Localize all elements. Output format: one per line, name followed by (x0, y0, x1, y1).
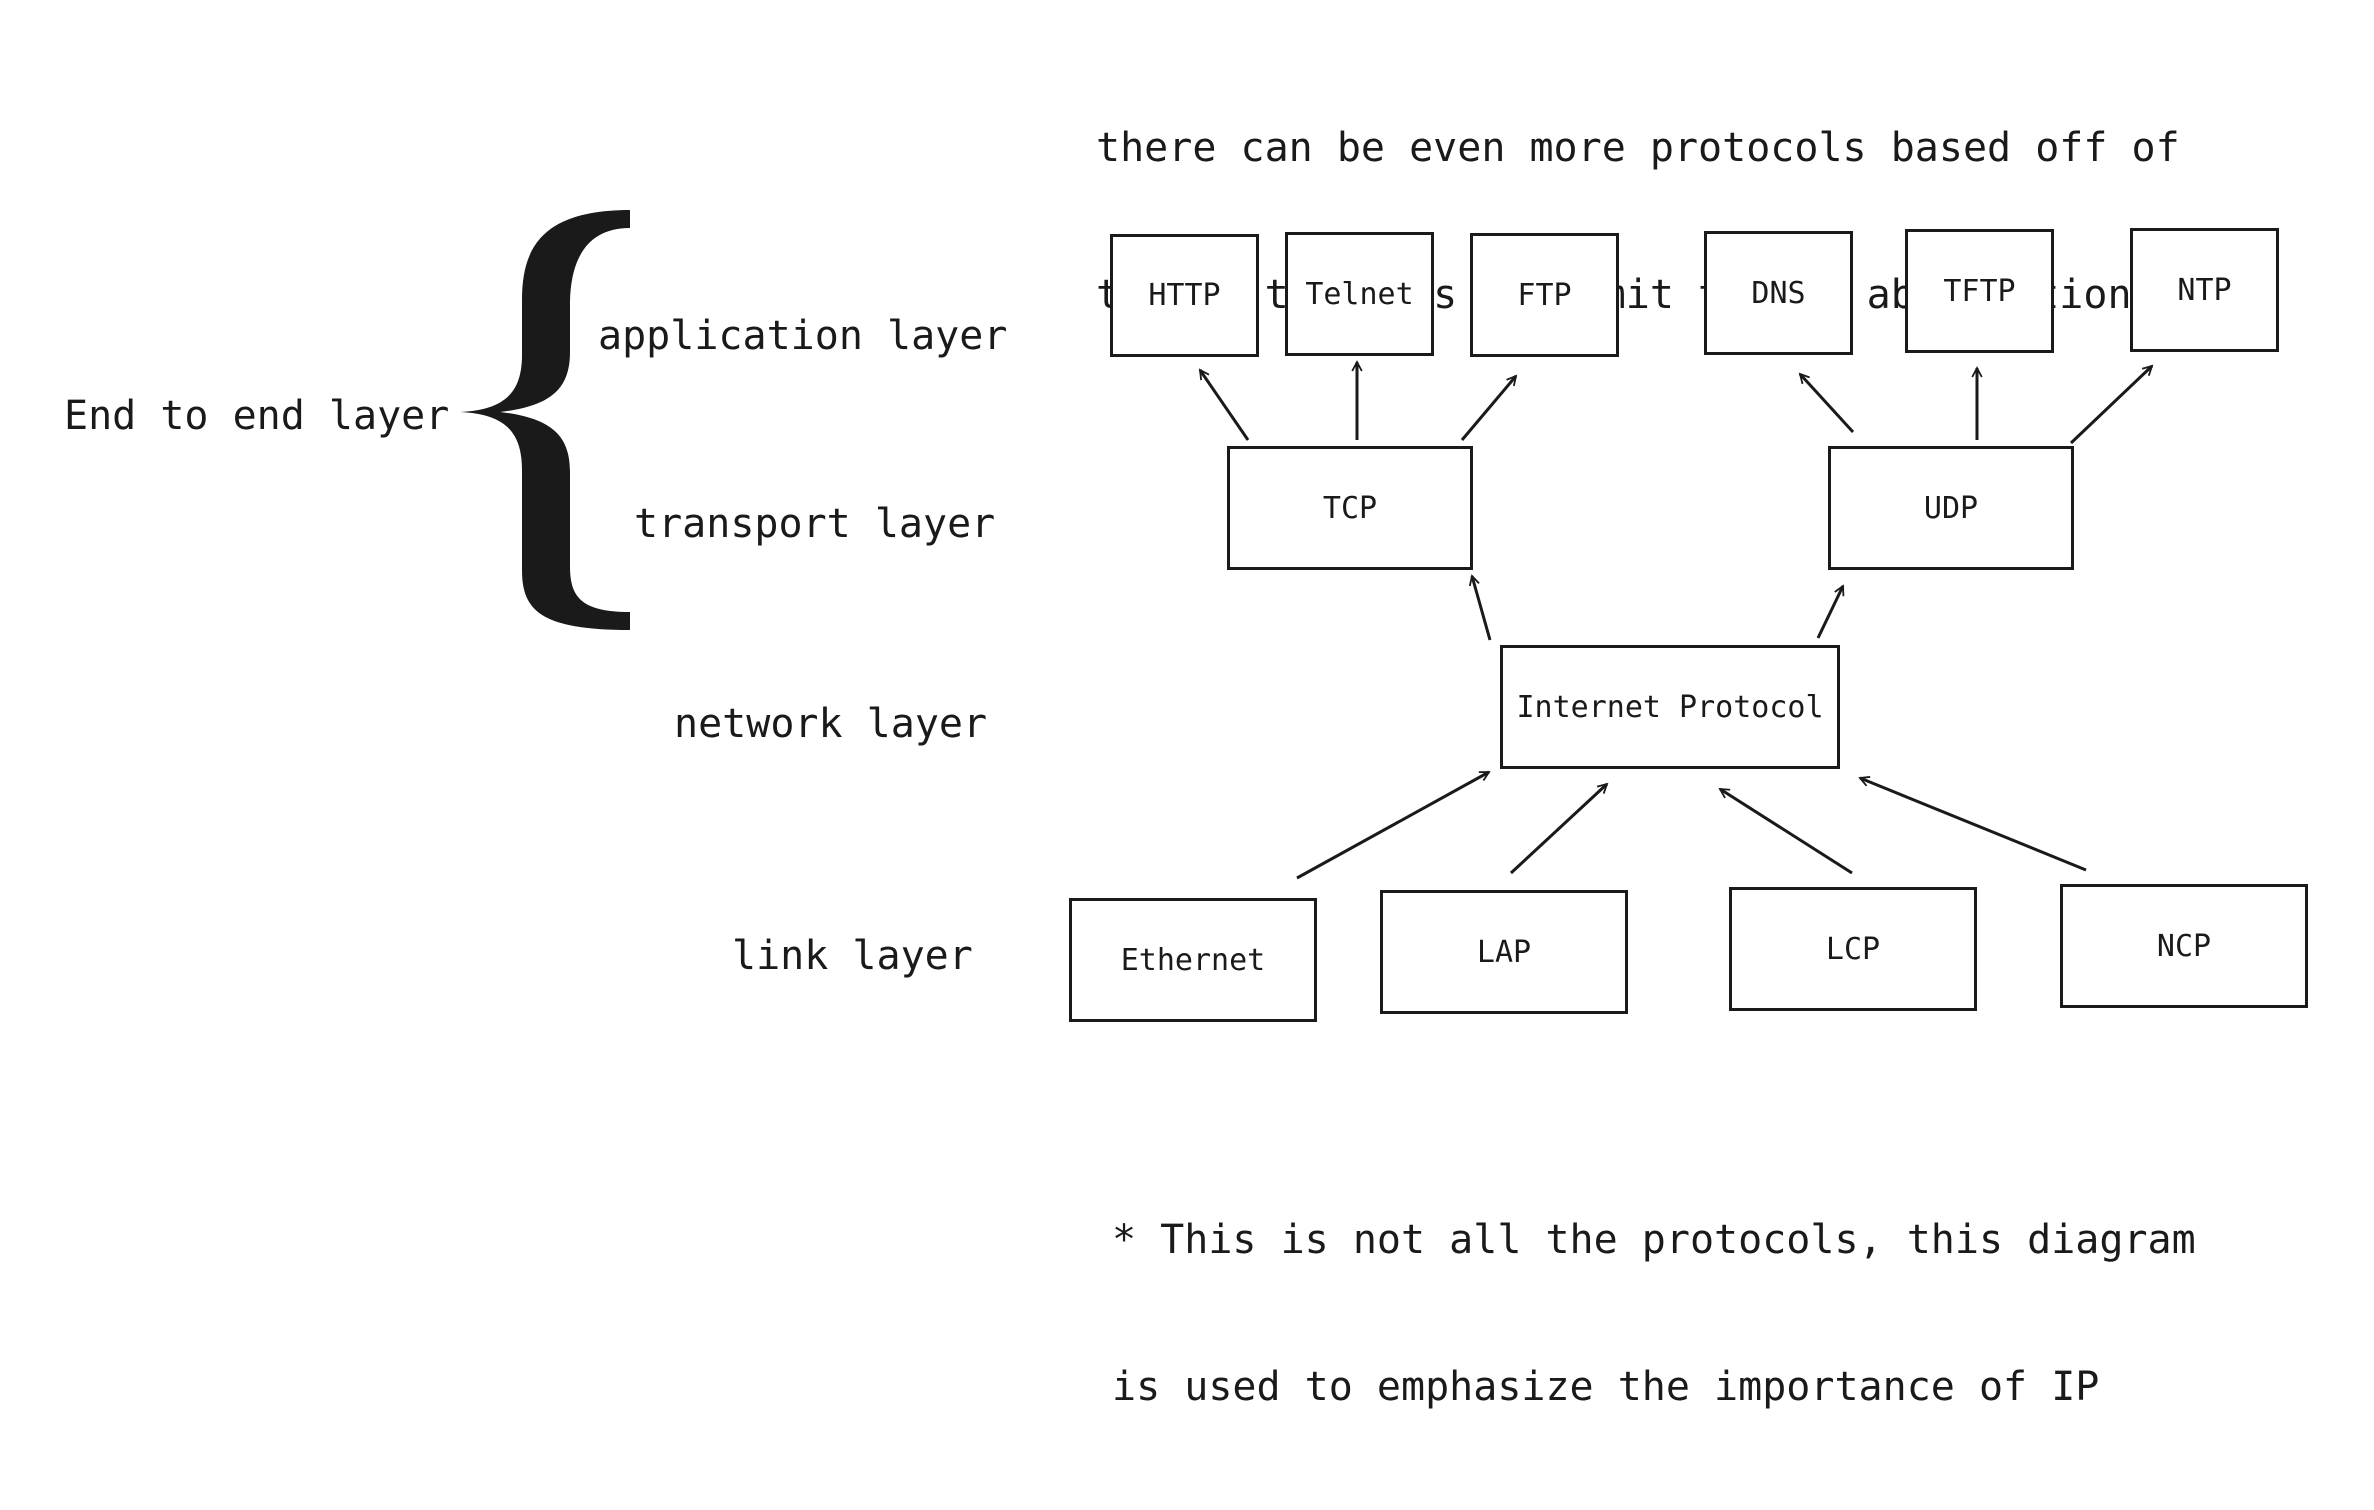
protocol-stack-diagram: there can be even more protocols based o… (64, 26, 2374, 1410)
top-note: there can be even more protocols based o… (1096, 26, 2180, 418)
network-layer-label: network layer (674, 701, 988, 747)
diagram-connectors (460, 210, 2374, 880)
arrow-ip-tcp (1472, 576, 1492, 641)
protocol-box-telnet: Telnet (1285, 232, 1434, 356)
protocol-box-dns: DNS (1704, 231, 1853, 355)
protocol-box-ethernet: Ethernet (1069, 898, 1317, 1022)
arrow-ip-udp (1816, 586, 1845, 639)
arrow-udp-dns (1800, 374, 1855, 434)
transport-layer-label: transport layer (634, 501, 996, 547)
arrow-udp-ntp (2069, 366, 2152, 445)
protocol-box-ntp: NTP (2130, 228, 2279, 352)
arrow-ncp-ip (1860, 778, 2087, 872)
arrow-tcp-http (1198, 370, 1250, 441)
protocol-box-ncp: NCP (2060, 884, 2308, 1008)
protocol-box-lap: LAP (1380, 890, 1628, 1014)
bottom-note: * This is not all the protocols, this di… (1112, 1118, 2196, 1510)
top-note-line-1: there can be even more protocols based o… (1096, 125, 2180, 171)
protocol-box-tftp: TFTP (1905, 229, 2054, 353)
end-to-end-layer-label: End to end layer (64, 393, 450, 439)
link-layer-label: link layer (732, 933, 973, 979)
arrow-lap-ip (1509, 784, 1607, 875)
arrow-ethernet-ip (1296, 770, 1489, 880)
curly-brace-icon (460, 210, 630, 630)
application-layer-label: application layer (598, 313, 1008, 359)
arrow-lcp-ip (1720, 787, 1853, 875)
protocol-box-http: HTTP (1110, 234, 1259, 357)
protocol-box-internet-protocol: Internet Protocol (1500, 645, 1840, 769)
protocol-box-tcp: TCP (1227, 446, 1473, 570)
protocol-box-lcp: LCP (1729, 887, 1977, 1011)
bottom-note-line-1: * This is not all the protocols, this di… (1112, 1217, 2196, 1263)
protocol-box-ftp: FTP (1470, 233, 1619, 357)
arrow-tcp-ftp (1460, 376, 1516, 441)
protocol-box-udp: UDP (1828, 446, 2074, 570)
bottom-note-line-2: is used to emphasize the importance of I… (1112, 1364, 2100, 1410)
